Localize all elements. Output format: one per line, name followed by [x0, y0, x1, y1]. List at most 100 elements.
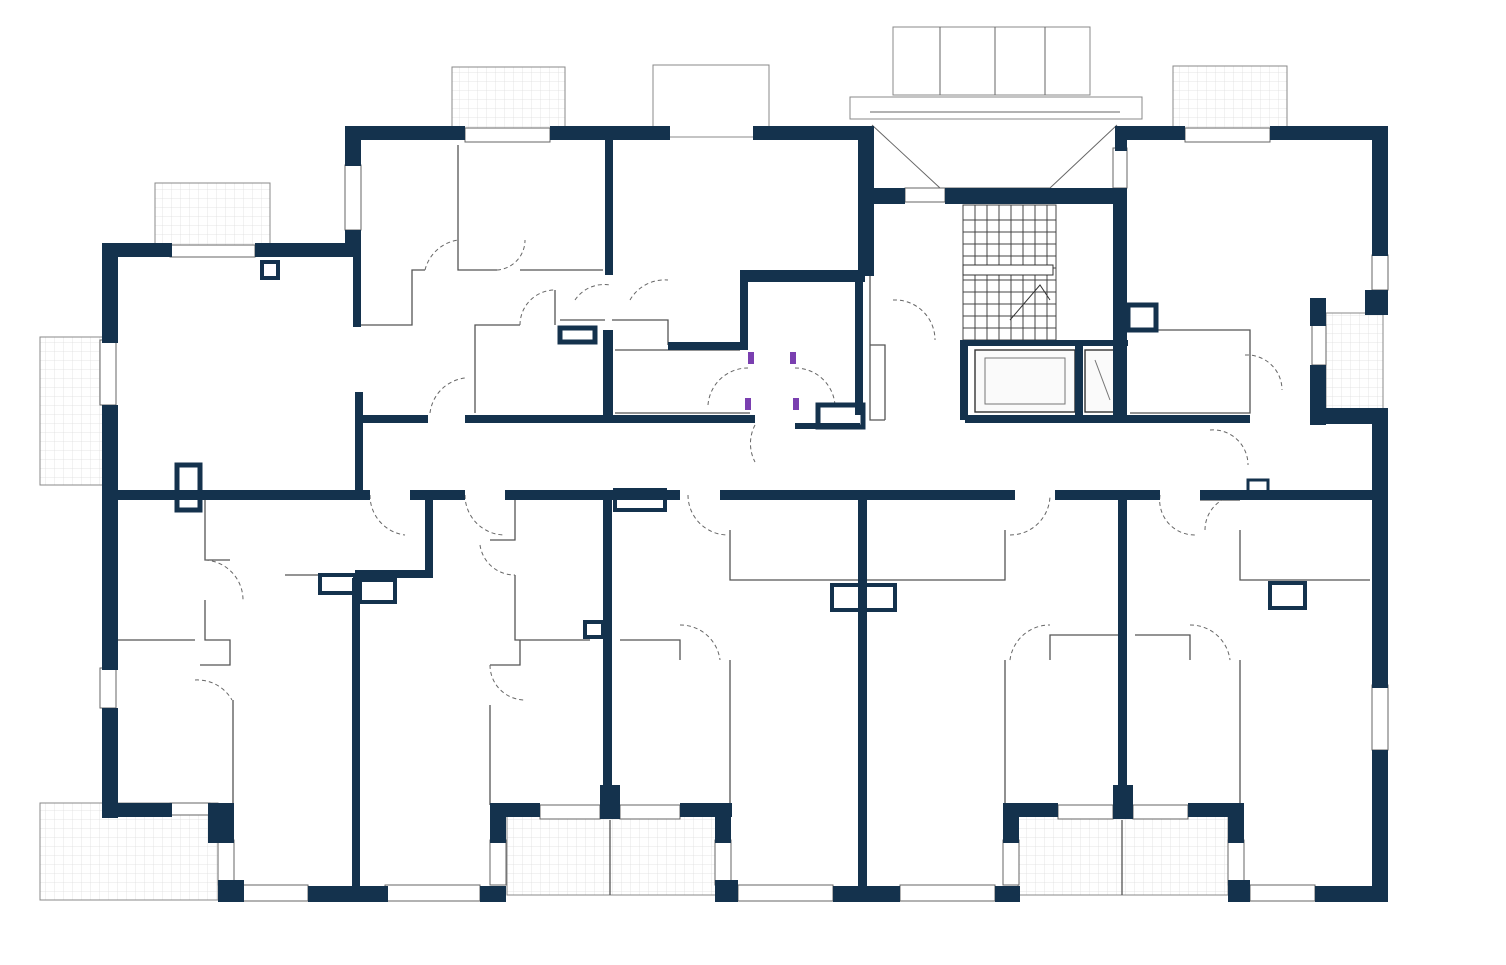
- stair-core: [962, 204, 1121, 413]
- wall: [1055, 490, 1160, 500]
- wall: [102, 243, 118, 343]
- bay-window-top: [652, 64, 770, 138]
- wall: [308, 886, 388, 902]
- wall: [740, 270, 748, 350]
- wall: [855, 275, 863, 415]
- wall: [1372, 750, 1388, 902]
- fixtures: [745, 352, 799, 410]
- window: [1227, 839, 1245, 886]
- window: [1112, 147, 1128, 189]
- fixture: [748, 352, 754, 364]
- wall: [720, 490, 1015, 500]
- shaft: [863, 583, 897, 612]
- wall: [490, 803, 540, 817]
- wall: [1113, 188, 1127, 420]
- wall: [480, 886, 506, 902]
- wall: [102, 405, 118, 670]
- wall: [255, 243, 360, 257]
- wall: [410, 490, 465, 500]
- shaft: [1268, 581, 1307, 610]
- wall: [1270, 126, 1388, 140]
- window: [904, 187, 946, 203]
- wall: [1315, 886, 1388, 902]
- wall: [425, 497, 433, 577]
- window: [899, 884, 996, 902]
- partitions: [118, 145, 1370, 895]
- wall: [858, 497, 867, 902]
- wall: [102, 708, 118, 818]
- wall: [995, 886, 1020, 902]
- wall: [208, 803, 234, 843]
- wall: [1310, 298, 1326, 326]
- wall: [1125, 302, 1159, 333]
- balcony-bottom-center-left: [506, 804, 718, 896]
- window: [1184, 127, 1271, 143]
- balcony-top-center-left: [451, 66, 566, 131]
- wall: [860, 188, 905, 204]
- shaft: [358, 578, 397, 604]
- wall: [102, 490, 370, 500]
- balcony-bottom-center-right: [1017, 804, 1229, 896]
- window: [344, 164, 362, 231]
- balcony-right: [1325, 312, 1384, 414]
- wall: [1075, 340, 1083, 420]
- window: [1371, 254, 1389, 291]
- window: [1132, 804, 1189, 820]
- window: [714, 839, 732, 886]
- wall: [833, 886, 900, 902]
- bathtub-1: [974, 349, 1076, 413]
- window: [1371, 684, 1389, 751]
- wall: [1200, 490, 1388, 500]
- shaft: [174, 462, 203, 513]
- wall: [102, 243, 172, 257]
- window: [217, 839, 235, 886]
- wall: [795, 423, 860, 429]
- wall: [753, 126, 873, 140]
- wall: [1365, 290, 1388, 315]
- wall: [1310, 408, 1388, 424]
- wall: [968, 340, 1128, 346]
- balconies: [39, 26, 1384, 901]
- wall: [1003, 803, 1058, 817]
- shaft: [318, 573, 357, 595]
- wall: [505, 490, 680, 500]
- wall: [1228, 880, 1250, 902]
- wall: [960, 340, 968, 420]
- window: [1002, 839, 1020, 886]
- wall: [715, 803, 731, 843]
- wall: [600, 785, 620, 819]
- shaft: [583, 620, 605, 639]
- window: [99, 667, 117, 709]
- entrance-step: [849, 96, 1143, 120]
- entrance-canopy: [892, 26, 1091, 96]
- walls: [102, 126, 1388, 902]
- window: [539, 804, 601, 820]
- wall: [603, 497, 612, 802]
- window: [99, 339, 117, 406]
- window: [737, 884, 834, 902]
- wall: [345, 230, 361, 255]
- wall: [465, 415, 755, 423]
- shaft: [1246, 478, 1270, 494]
- fixture: [790, 352, 796, 364]
- window: [242, 884, 309, 902]
- wall: [1115, 126, 1127, 151]
- wall: [1228, 803, 1244, 843]
- window: [1249, 884, 1316, 902]
- wall: [355, 392, 363, 492]
- wall: [218, 880, 244, 902]
- wall: [715, 880, 738, 902]
- wall: [603, 330, 613, 415]
- wall: [668, 342, 748, 350]
- window: [169, 244, 256, 258]
- wall: [1372, 126, 1388, 256]
- wall: [557, 325, 598, 345]
- wall: [613, 488, 667, 512]
- wall: [353, 255, 361, 327]
- shaft: [830, 583, 864, 612]
- wall: [1372, 408, 1388, 688]
- wall: [550, 126, 670, 140]
- wall: [945, 188, 1125, 204]
- wall: [355, 570, 433, 578]
